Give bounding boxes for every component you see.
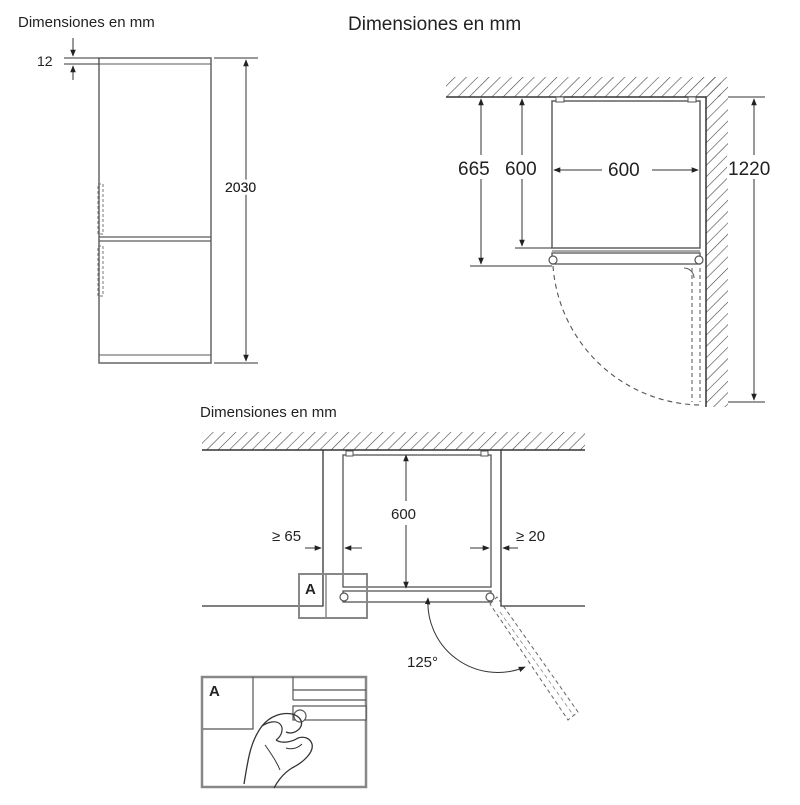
detail-a: A	[200, 675, 368, 789]
dim-depth: 600	[502, 98, 552, 249]
dim-niche-depth: 600	[388, 454, 426, 589]
panel-front-elevation: Dimensiones en mm 12 2030 2030	[18, 14, 259, 364]
panel2-title: Dimensiones en mm	[348, 14, 521, 35]
door-angle: 125°	[407, 597, 526, 673]
dim-top-gap-label: 12	[37, 53, 53, 69]
dim-left-gap: ≥ 65	[272, 528, 362, 551]
panel3-title: Dimensiones en mm	[200, 404, 337, 421]
back-wall	[202, 432, 585, 451]
door-angle-label: 125°	[407, 654, 438, 671]
door-swing	[552, 265, 701, 406]
dim-height-label: 2030	[225, 179, 256, 195]
dim-1220-label: 1220	[728, 159, 770, 180]
dim-right-gap: ≥ 20	[470, 528, 545, 551]
fridge-front	[97, 57, 212, 364]
fridge-niche	[339, 450, 495, 603]
upper-handle	[97, 183, 104, 235]
dim-clearance: 1220	[727, 96, 779, 403]
open-door	[489, 596, 579, 721]
dim-width: 600	[553, 157, 699, 181]
dim-height-bg: 2030	[225, 179, 256, 195]
callout-a: A	[298, 573, 368, 619]
dim-top-gap: 12	[37, 38, 99, 80]
dim-600-depth-label: 600	[505, 159, 537, 180]
callout-a-label: A	[305, 581, 316, 598]
dim-right-gap-label: ≥ 20	[516, 528, 545, 545]
lower-handle	[97, 245, 104, 297]
hand-icon	[243, 712, 313, 789]
dim-600-width-label: 600	[608, 160, 640, 181]
dim-665-label: 665	[458, 159, 490, 180]
dim-left-gap-label: ≥ 65	[272, 528, 301, 545]
detail-a-label: A	[209, 683, 220, 700]
dim-niche-600-label: 600	[391, 506, 416, 523]
dim-height: 2030 2030	[214, 57, 259, 364]
panel-top-view: Dimensiones en mm	[348, 14, 779, 407]
corner-wall	[446, 77, 728, 407]
dim-depth-with-door: 665	[457, 96, 552, 267]
panel-niche-view: Dimensiones en mm 600	[200, 404, 585, 721]
panel1-title: Dimensiones en mm	[18, 14, 155, 31]
